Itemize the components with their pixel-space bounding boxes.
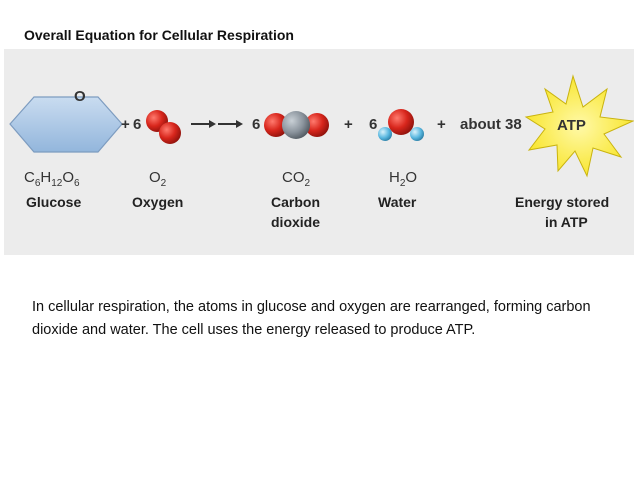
reaction-arrow-icon [191,120,243,128]
plus-sign-2: + [344,116,353,133]
caption-text: In cellular respiration, the atoms in gl… [32,299,591,338]
atp-name-line1: Energy stored [515,194,609,210]
plus-sign-1: + [121,116,130,133]
atp-star-label: ATP [557,117,586,134]
equation-panel: O + 6 6 + 6 + a [4,49,634,255]
glucose-oxygen-atom-label: O [74,88,86,105]
co2-coefficient: 6 [252,116,260,133]
co2-formula: CO2 [282,169,311,189]
oxygen-coefficient: 6 [133,116,141,133]
glucose-molecule: O [9,88,123,153]
oxygen-formula: O2 [149,169,167,189]
slide-title: Overall Equation for Cellular Respiratio… [24,27,294,43]
glucose-ring-icon [9,96,123,153]
equation-diagram: O + 6 6 + 6 + a [9,74,634,230]
atp-star-icon: ATP [524,74,634,178]
water-name: Water [378,194,417,210]
glucose-name: Glucose [26,194,81,210]
about-38-label: about 38 [460,116,522,133]
plus-sign-3: + [437,116,446,133]
carbon-dioxide-molecule-icon [264,111,329,139]
water-formula: H2O [389,169,417,189]
atp-name-line2: in ATP [545,214,588,230]
oxygen-molecule-icon [146,110,181,144]
water-coefficient: 6 [369,116,377,133]
co2-name-line2: dioxide [271,214,320,230]
glucose-formula: C6H12O6 [24,169,80,189]
water-molecule-icon [378,109,424,141]
co2-name-line1: Carbon [271,194,320,210]
oxygen-name: Oxygen [132,194,183,210]
